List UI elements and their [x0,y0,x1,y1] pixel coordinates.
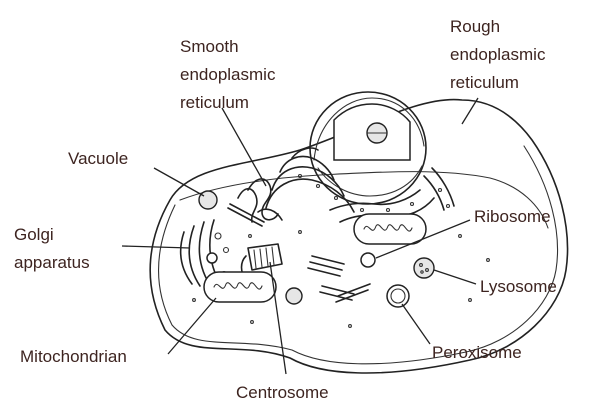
lysosome-structure [414,258,434,278]
peroxisome-structure [387,285,409,307]
label-mitochondrian: Mitochondrian [20,347,127,366]
label-centrosome: Centrosome [236,383,329,402]
ribosome-structure [361,253,375,267]
nucleus [310,92,426,204]
label-vacuole: Vacuole [68,149,128,168]
smooth-er-structure [238,179,282,222]
cell-membrane-inner [159,146,558,364]
vesicle [286,288,302,304]
label-lysosome: Lysosome [480,277,557,296]
vesicle [207,253,217,263]
mitochondrion-structure-left [204,272,276,302]
label-smooth-er: Smooth endoplasmic reticulum [180,37,280,112]
label-rough-er: Rough endoplasmic reticulum [450,17,550,92]
label-peroxisome: Peroxisome [432,343,522,362]
label-golgi: Golgi apparatus [14,225,90,272]
mitochondrion-structure-right [354,214,426,244]
label-ribosome: Ribosome [474,207,551,226]
vacuole-structure [199,191,217,209]
